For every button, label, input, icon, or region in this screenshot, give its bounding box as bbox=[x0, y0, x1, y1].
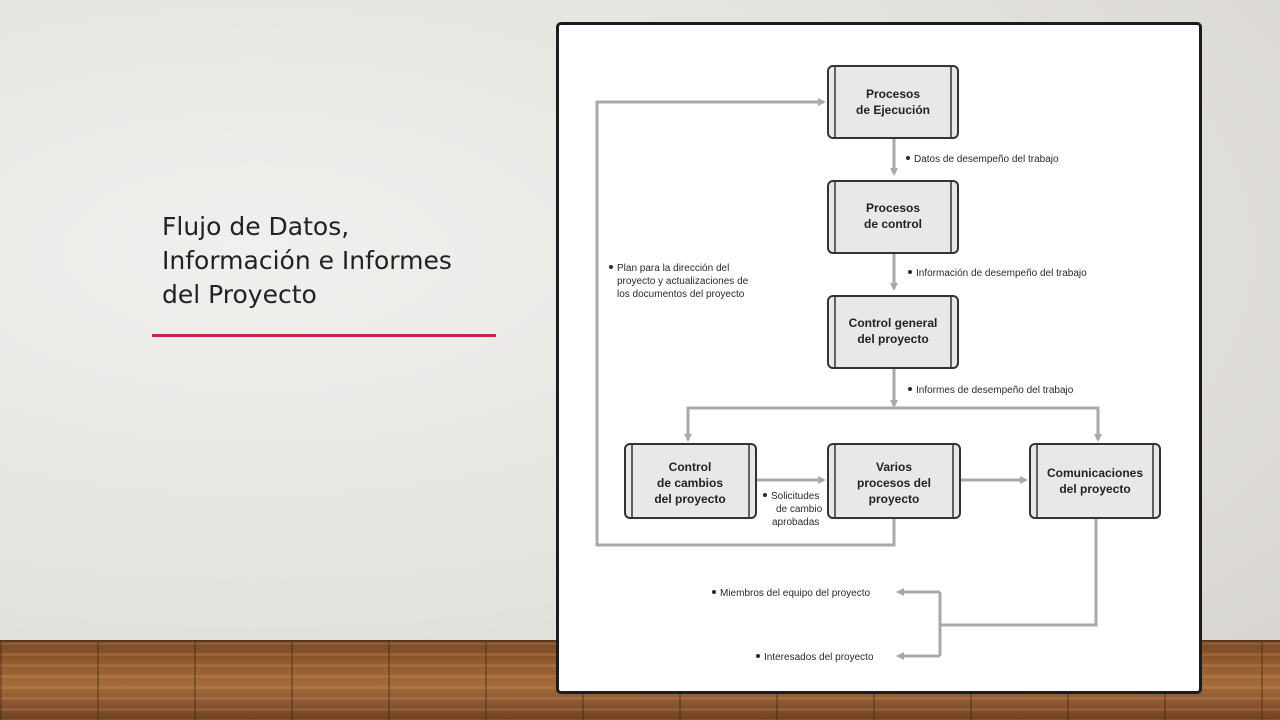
title-line-1: Flujo de Datos, bbox=[162, 212, 350, 241]
box-varios-line-2: procesos del bbox=[857, 476, 931, 490]
label-informacion-text: Información de desempeño del trabajo bbox=[916, 268, 1087, 279]
box-control-cambios: Control de cambios del proyecto bbox=[624, 443, 757, 519]
label-interesados: Interesados del proyecto bbox=[756, 652, 874, 663]
slide-title: Flujo de Datos, Información e Informes d… bbox=[162, 210, 522, 312]
flow-lines bbox=[595, 98, 1102, 660]
label-plan-line-3: los documentos del proyecto bbox=[617, 289, 745, 300]
label-informes-text: Informes de desempeño del trabajo bbox=[916, 385, 1074, 396]
label-plan-line-1: Plan para la dirección del bbox=[617, 263, 729, 274]
box-varios-line-3: proyecto bbox=[869, 492, 920, 506]
box-general-line-2: del proyecto bbox=[857, 332, 928, 346]
label-plan-line-2: proyecto y actualizaciones de bbox=[617, 276, 749, 287]
box-procesos-control: Procesos de control bbox=[827, 180, 959, 254]
title-line-2: Información e Informes bbox=[162, 246, 452, 275]
label-solicitudes-line-3: aprobadas bbox=[772, 517, 819, 528]
label-plan-direccion: Plan para la dirección del proyecto y ac… bbox=[609, 263, 749, 300]
box-comunicaciones-line-1: Comunicaciones bbox=[1047, 466, 1143, 480]
box-cambios-line-2: de cambios bbox=[657, 476, 723, 490]
title-line-3: del Proyecto bbox=[162, 280, 317, 309]
box-varios-procesos: Varios procesos del proyecto bbox=[827, 443, 961, 519]
label-datos-text: Datos de desempeño del trabajo bbox=[914, 154, 1059, 165]
split-bar bbox=[686, 406, 1100, 438]
title-underline bbox=[152, 334, 496, 337]
box-cambios-line-1: Control bbox=[669, 460, 712, 474]
box-ejecucion-line-1: Procesos bbox=[866, 87, 920, 101]
box-varios-line-1: Varios bbox=[876, 460, 912, 474]
box-comunicaciones: Comunicaciones del proyecto bbox=[1029, 443, 1161, 519]
label-solicitudes-cambio: Solicitudes de cambio aprobadas bbox=[763, 491, 823, 528]
label-miembros-text: Miembros del equipo del proyecto bbox=[720, 588, 871, 599]
label-interesados-text: Interesados del proyecto bbox=[764, 652, 874, 663]
label-datos-desempeno: Datos de desempeño del trabajo bbox=[906, 154, 1059, 165]
box-cambios-line-3: del proyecto bbox=[654, 492, 725, 506]
box-control-general: Control general del proyecto bbox=[827, 295, 959, 369]
box-ejecucion-line-2: de Ejecución bbox=[856, 103, 930, 117]
box-general-line-1: Control general bbox=[849, 316, 938, 330]
data-flow-diagram: Procesos de Ejecución Procesos de contro… bbox=[595, 65, 1161, 663]
label-solicitudes-line-1: Solicitudes bbox=[771, 491, 819, 502]
label-informacion-desempeno: Información de desempeño del trabajo bbox=[908, 268, 1087, 279]
label-informes-desempeno: Informes de desempeño del trabajo bbox=[908, 385, 1074, 396]
box-comunicaciones-line-2: del proyecto bbox=[1059, 482, 1130, 496]
box-control-line-2: de control bbox=[864, 217, 922, 231]
comunicaciones-output bbox=[940, 518, 1098, 627]
label-miembros-equipo: Miembros del equipo del proyecto bbox=[712, 588, 871, 599]
feedback-loop-to-ejecucion bbox=[595, 98, 896, 547]
box-procesos-ejecucion: Procesos de Ejecución bbox=[827, 65, 959, 139]
box-control-line-1: Procesos bbox=[866, 201, 920, 215]
label-solicitudes-line-2: de cambio bbox=[776, 504, 823, 515]
